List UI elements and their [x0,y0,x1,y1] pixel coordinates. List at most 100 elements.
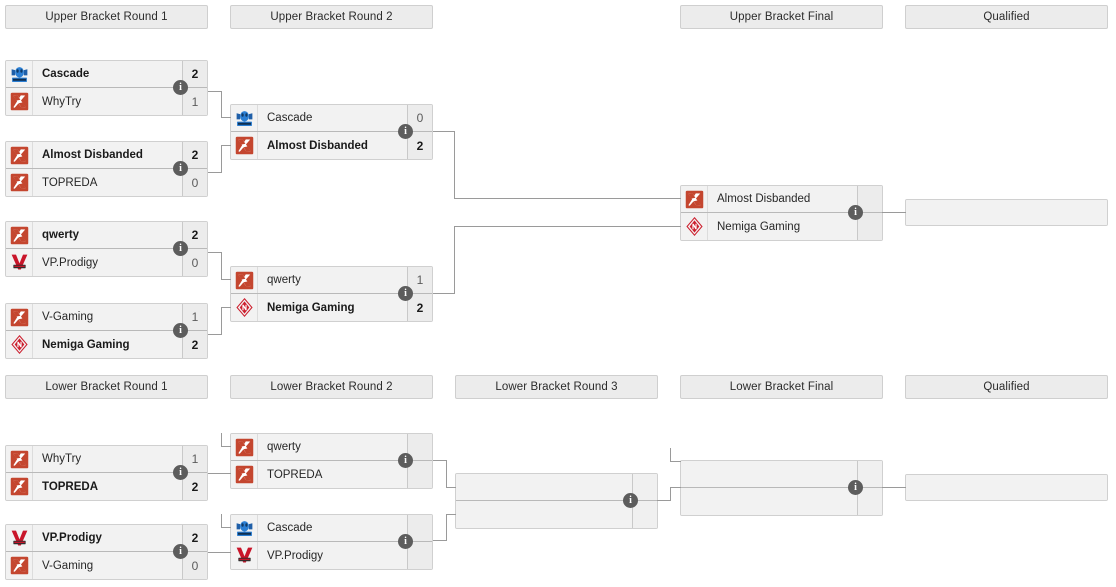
match-team-row[interactable]: V-Gaming 0 [6,552,207,579]
round-header-upper-bracket-final[interactable]: Upper Bracket Final [680,5,883,29]
nemiga-logo-icon [231,294,258,321]
dota-logo-icon [6,222,33,248]
round-header-label: Qualified [983,381,1030,393]
match-info-icon[interactable]: i [398,124,413,139]
dota-logo-icon [231,267,258,293]
round-header-lower-bracket-round-2[interactable]: Lower Bracket Round 2 [230,375,433,399]
match-team-row[interactable]: Cascade [231,515,432,542]
match-info-icon[interactable]: i [848,480,863,495]
match-info-icon[interactable]: i [398,453,413,468]
round-header-label: Lower Bracket Round 3 [495,381,618,393]
match-lbr2-m1[interactable]: qwerty TOPREDA [230,433,433,489]
match-team-row[interactable]: TOPREDA 2 [6,473,207,500]
vp-prodigy-logo-icon [6,525,33,551]
connector-line [221,433,222,446]
match-team-row[interactable]: Cascade 0 [231,105,432,132]
connector-line [454,226,455,294]
team-name: Almost Disbanded [267,139,368,152]
connector-line [221,307,222,335]
dota-logo-icon [6,446,33,472]
team-name: VP.Prodigy [42,256,99,269]
slot-lower-qualified[interactable] [905,474,1108,501]
match-team-row[interactable]: Nemiga Gaming 2 [6,331,207,358]
match-team-row[interactable] [456,501,657,528]
match-info-icon[interactable]: i [173,465,188,480]
team-name: qwerty [267,274,301,286]
match-team-row[interactable]: Cascade 2 [6,61,207,88]
match-team-row[interactable]: TOPREDA 0 [6,169,207,196]
match-info-icon[interactable]: i [173,323,188,338]
match-team-row[interactable]: VP.Prodigy 0 [6,249,207,276]
connector-line [221,117,231,118]
match-info-icon[interactable]: i [173,544,188,559]
round-header-label: Upper Bracket Round 1 [45,11,168,23]
dota-logo-icon [6,142,33,168]
dota-logo-icon [6,169,33,196]
match-ubr2-m1[interactable]: Cascade 0 Almost Disbanded 2 [230,104,433,160]
match-team-row[interactable]: Almost Disbanded 2 [231,132,432,159]
round-header-label: Qualified [983,11,1030,23]
match-team-row[interactable]: Nemiga Gaming 2 [231,294,432,321]
match-team-row[interactable]: Nemiga Gaming [681,213,882,240]
match-info-icon[interactable]: i [173,161,188,176]
match-info-icon[interactable]: i [173,241,188,256]
connector-line [657,500,671,501]
connector-line [670,461,681,462]
match-team-row[interactable]: WhyTry 1 [6,88,207,115]
team-name: Nemiga Gaming [42,338,130,351]
round-header-label: Lower Bracket Round 2 [270,381,393,393]
team-score: 0 [182,169,207,196]
match-info-icon[interactable]: i [623,493,638,508]
match-ubr1-m4[interactable]: V-Gaming 1 Nemiga Gaming 2 [5,303,208,359]
team-name: qwerty [267,441,301,453]
connector-line [221,145,231,146]
match-team-row[interactable] [906,475,1107,500]
match-team-row[interactable]: V-Gaming 1 [6,304,207,331]
slot-upper-qualified[interactable] [905,199,1108,226]
connector-line [446,487,456,488]
team-name: TOPREDA [42,176,98,189]
round-header-lower-bracket-round-3[interactable]: Lower Bracket Round 3 [455,375,658,399]
round-header-lower-bracket-round-1[interactable]: Lower Bracket Round 1 [5,375,208,399]
team-name: V-Gaming [42,311,94,323]
connector-line [221,527,231,528]
match-team-row[interactable]: Almost Disbanded 2 [6,142,207,169]
match-team-row[interactable]: VP.Prodigy [231,542,432,569]
match-info-icon[interactable]: i [398,286,413,301]
match-lbr2-m2[interactable]: Cascade VP.Prodigy [230,514,433,570]
round-header-lower-qualified[interactable]: Qualified [905,375,1108,399]
connector-line [433,293,455,294]
connector-line [446,514,456,515]
round-header-label: Upper Bracket Final [729,11,834,23]
round-header-upper-bracket-round-2[interactable]: Upper Bracket Round 2 [230,5,433,29]
round-header-upper-qualified[interactable]: Qualified [905,5,1108,29]
match-team-row[interactable] [681,488,882,515]
match-ubr1-m3[interactable]: qwerty 2 VP.Prodigy 0 [5,221,208,277]
round-header-lower-bracket-final[interactable]: Lower Bracket Final [680,375,883,399]
connector-line [221,307,231,308]
connector-line [221,252,222,280]
round-header-upper-bracket-round-1[interactable]: Upper Bracket Round 1 [5,5,208,29]
match-info-icon[interactable]: i [848,205,863,220]
team-name: Almost Disbanded [717,193,811,205]
connector-line [882,212,906,213]
team-name: qwerty [42,229,80,241]
nemiga-logo-icon [681,213,708,240]
team-name: Nemiga Gaming [717,220,801,233]
connector-line [670,487,671,501]
connector-line [221,446,231,447]
connector-line [670,448,671,461]
connector-line [208,334,222,335]
team-score: 2 [407,294,432,321]
match-info-icon[interactable]: i [173,80,188,95]
match-info-icon[interactable]: i [398,534,413,549]
connector-line [208,473,231,474]
team-name: TOPREDA [267,468,323,481]
cascade-logo-icon [231,515,258,541]
connector-line [208,552,231,553]
match-team-row[interactable] [906,200,1107,225]
match-team-row[interactable]: TOPREDA [231,461,432,488]
vp-prodigy-logo-icon [231,542,258,569]
team-name: VP.Prodigy [267,549,324,562]
